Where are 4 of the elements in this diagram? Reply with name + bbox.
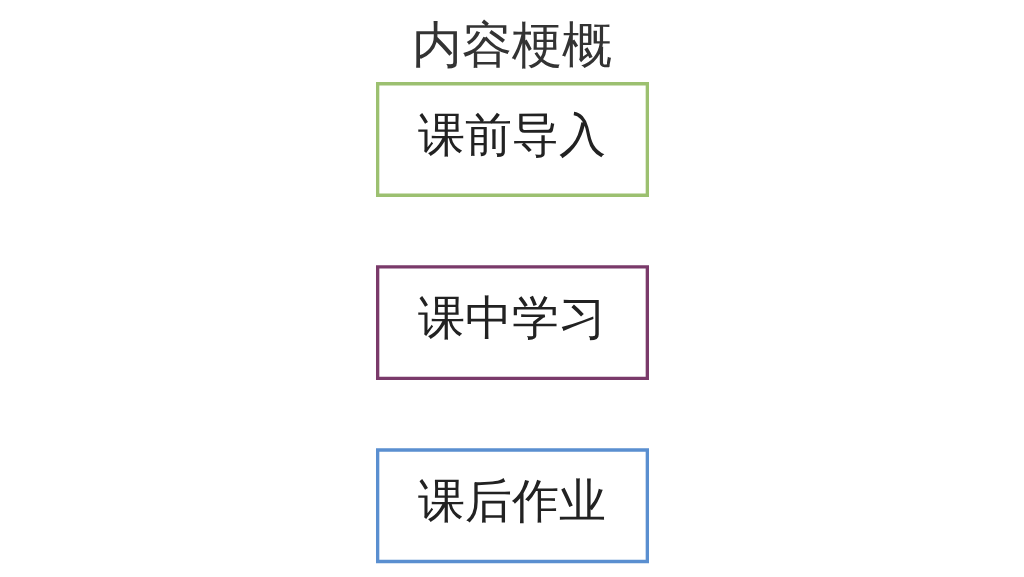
node-box: 课前导入	[375, 82, 649, 197]
diagram-title: 内容梗概	[412, 16, 612, 75]
node-box: 课后作业	[375, 448, 649, 564]
node-box: 课中学习	[375, 265, 649, 381]
